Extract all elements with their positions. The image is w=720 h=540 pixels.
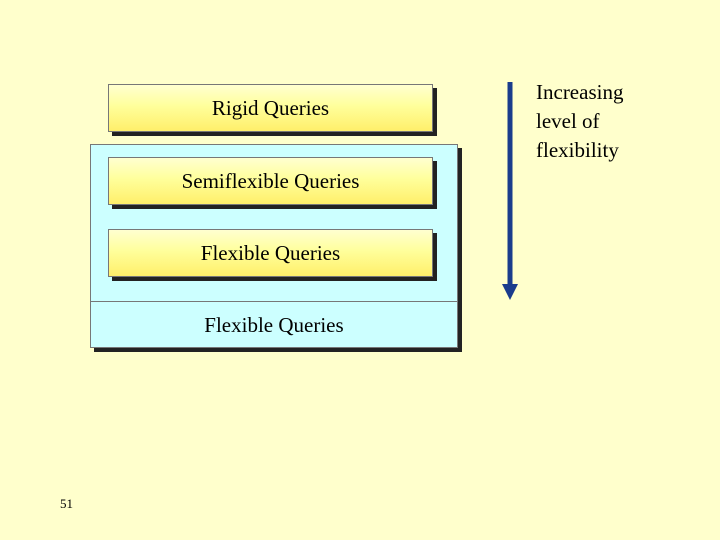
semiflexible-queries-label: Semiflexible Queries xyxy=(181,168,360,193)
flexibility-label: Increasing level of flexibility xyxy=(536,78,623,165)
container-divider xyxy=(91,301,457,302)
rigid-queries-label: Rigid Queries xyxy=(211,95,330,120)
rigid-queries-box: Rigid Queries xyxy=(108,84,433,132)
flexible-queries-label: Flexible Queries xyxy=(200,240,341,265)
down-arrow-icon xyxy=(502,82,518,300)
flexibility-label-line: Increasing xyxy=(536,80,624,104)
page-number: 51 xyxy=(60,496,73,511)
semiflexible-queries-box: Semiflexible Queries xyxy=(108,157,433,205)
flexible-queries-box: Flexible Queries xyxy=(108,229,433,277)
container-label: Flexible Queries xyxy=(204,313,344,337)
flexibility-label-line: flexibility xyxy=(536,138,619,162)
flexibility-label-line: level of xyxy=(536,109,600,133)
